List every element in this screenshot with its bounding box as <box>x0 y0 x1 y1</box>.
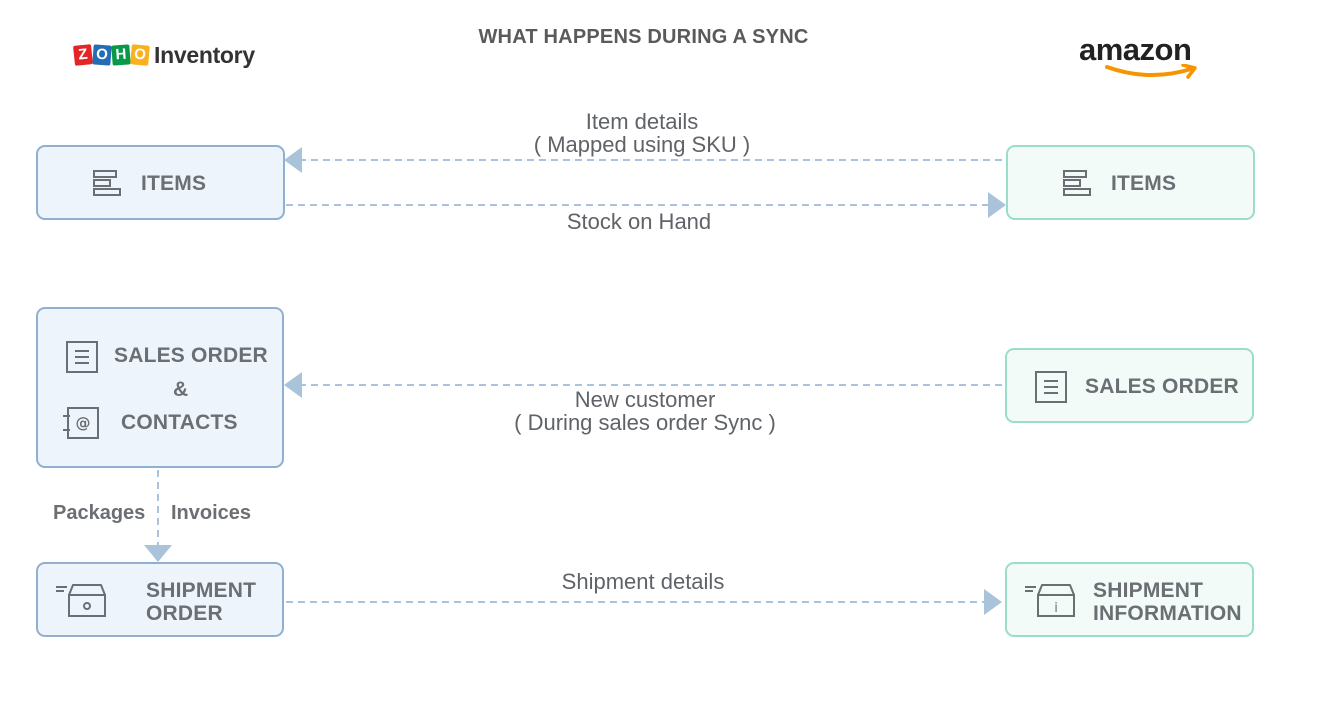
shipping-box-info-icon: i <box>1024 581 1076 619</box>
item-details-line1: Item details <box>585 109 699 134</box>
list-stack-icon <box>91 167 123 199</box>
information-label: INFORMATION <box>1093 602 1242 625</box>
item-details-line2: ( Mapped using SKU ) <box>533 132 751 157</box>
sales-order-label: SALES ORDER <box>114 344 268 367</box>
shipping-box-icon <box>55 581 107 619</box>
ampersand-label: & <box>173 378 189 401</box>
new-customer-line2: ( During sales order Sync ) <box>514 410 776 435</box>
stock-on-hand-arrowhead <box>988 192 1006 218</box>
amazon-sales-order-label: SALES ORDER <box>1085 375 1239 398</box>
amazon-sales-order-box: SALES ORDER <box>1005 348 1254 423</box>
diagram-title: WHAT HAPPENS DURING A SYNC <box>478 26 809 48</box>
list-stack-icon <box>1061 167 1093 199</box>
amazon-shipment-information-box: i SHIPMENT INFORMATION <box>1005 562 1254 637</box>
new-customer-line1: New customer <box>574 387 716 412</box>
stock-on-hand-label: Stock on Hand <box>566 209 712 234</box>
contact-card-icon: @ <box>62 406 102 440</box>
svg-text:i: i <box>1054 601 1058 616</box>
item-details-label: Item details ( Mapped using SKU ) <box>484 110 800 156</box>
zoho-shipment-order-label: SHIPMENT ORDER <box>146 579 256 625</box>
document-icon <box>1034 370 1068 404</box>
contacts-label: CONTACTS <box>121 411 238 434</box>
new-customer-arrowhead <box>284 372 302 398</box>
amazon-logo: amazon <box>1079 30 1209 80</box>
shipment-details-label: Shipment details <box>561 569 725 594</box>
zoho-shipment-order-box: SHIPMENT ORDER <box>36 562 284 637</box>
packages-invoices-arrowhead <box>144 545 172 562</box>
amazon-shipment-information-label: SHIPMENT INFORMATION <box>1093 579 1242 625</box>
shipment-label: SHIPMENT <box>146 579 257 602</box>
amazon-logo-word: amazon <box>1079 32 1192 67</box>
document-icon <box>65 340 99 374</box>
amazon-items-label: ITEMS <box>1111 172 1177 195</box>
order-label: ORDER <box>146 602 223 625</box>
zoho-sales-order-contacts-box: SALES ORDER & @ CONTACTS <box>36 307 284 468</box>
shipment-details-arrowhead <box>984 589 1002 615</box>
amazon-smile-icon <box>1105 64 1197 79</box>
invoices-label: Invoices <box>171 502 252 524</box>
new-customer-label: New customer ( During sales order Sync ) <box>490 388 800 434</box>
svg-text:@: @ <box>76 414 91 432</box>
zoho-items-box: ITEMS <box>36 145 285 220</box>
packages-label: Packages <box>53 502 146 524</box>
zoho-logo-word: Inventory <box>154 41 255 68</box>
item-details-arrowhead <box>284 147 302 173</box>
amazon-items-box: ITEMS <box>1006 145 1255 220</box>
zoho-inventory-logo: Z O H O Inventory <box>73 40 255 70</box>
zoho-items-label: ITEMS <box>141 172 207 195</box>
shipment-label: SHIPMENT <box>1093 579 1204 602</box>
